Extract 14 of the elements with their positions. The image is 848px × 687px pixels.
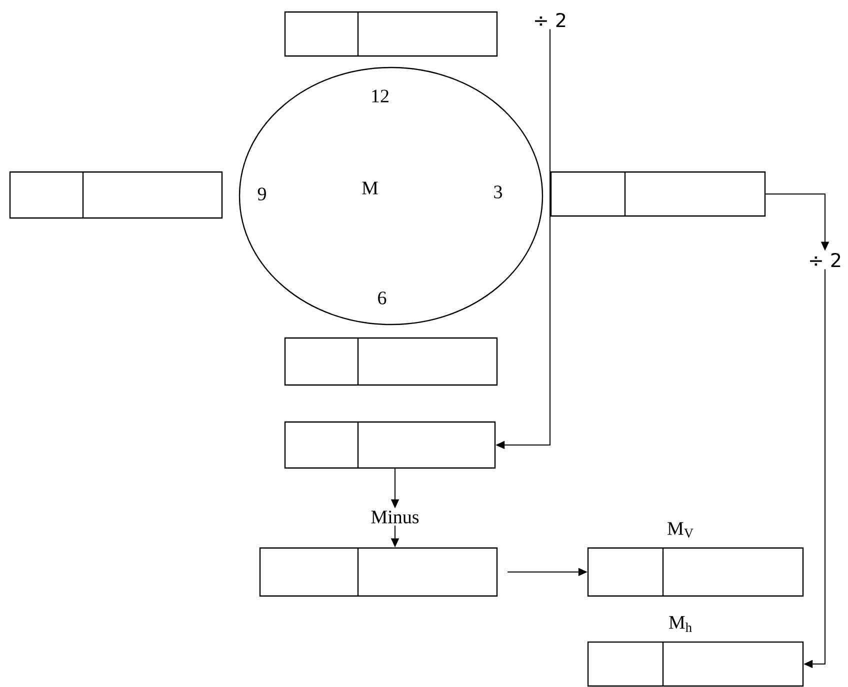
two-cell-box [284,11,498,57]
clock-face: 12 9 M 3 6 [238,66,544,326]
two-cell-box [550,171,766,217]
operation-label: Minus [371,510,419,524]
box-label: M$_{V}$ [668,522,694,538]
operation-label: ÷ 2 [810,252,840,268]
two-cell-box [259,547,498,597]
operation-label: ÷ 2 [535,12,566,28]
two-cell-box [284,421,496,469]
box-label: M$_{h}$ [669,616,692,632]
two-cell-box [587,641,804,687]
two-cell-box [9,171,223,219]
two-cell-box [587,547,804,597]
two-cell-box [284,337,498,386]
